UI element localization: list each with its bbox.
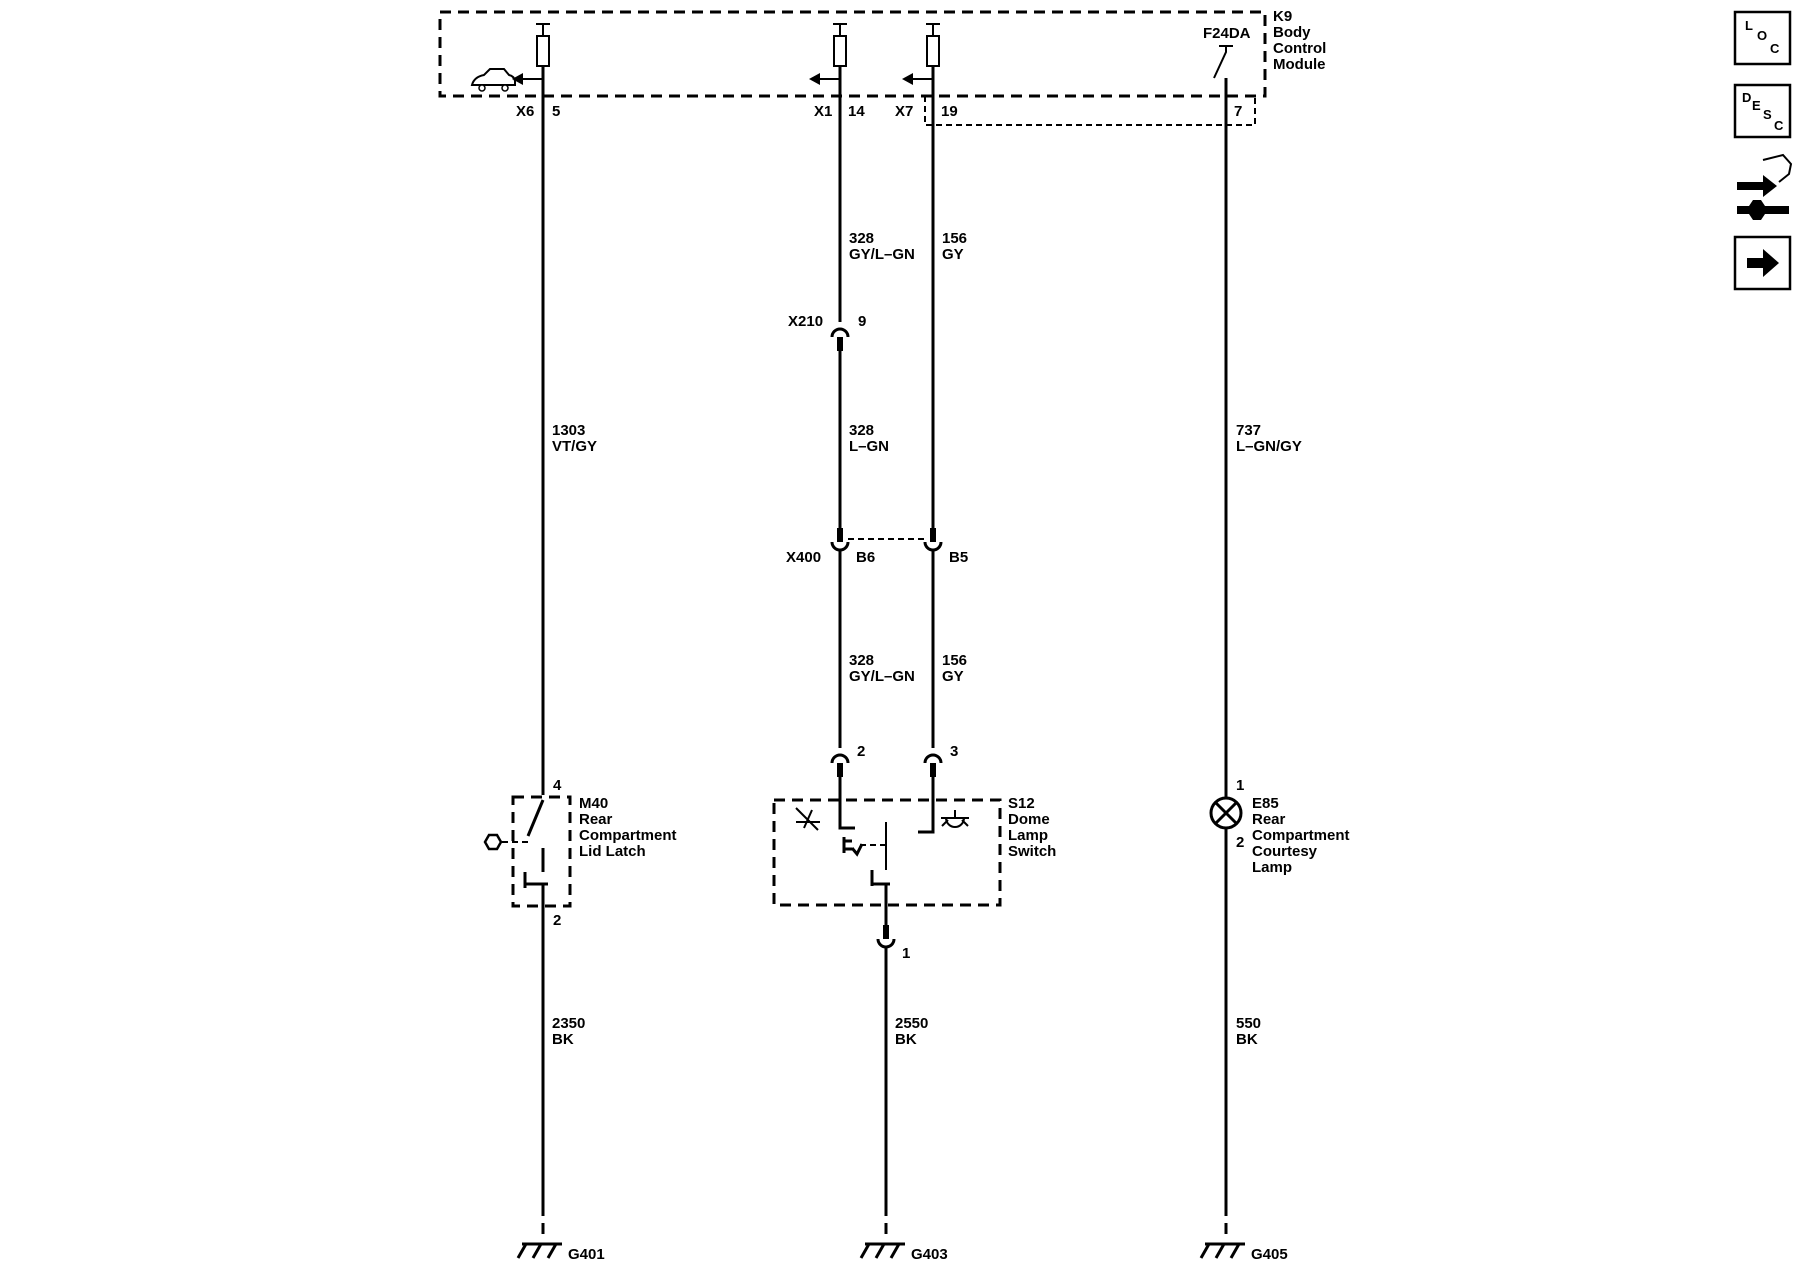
pin-e85-1: 1	[1236, 777, 1244, 794]
svg-text:D: D	[1742, 90, 1751, 105]
m40-label-line2: Compartment	[579, 827, 677, 844]
vehicle-trunk-icon	[470, 68, 516, 92]
svg-text:C: C	[1774, 118, 1784, 133]
circuit-737: 737 L–GN/GY	[1224, 96, 1302, 798]
connector-x6: X6	[516, 103, 534, 120]
svg-text:C: C	[1770, 41, 1780, 56]
s12-dome-lamp-switch: 2 3 S12 Dome Lamp Switch 1	[772, 743, 1056, 962]
m40-label-id: M40	[579, 795, 608, 812]
wire-156-number-b: 156	[942, 652, 967, 669]
pin-m40-4: 4	[553, 777, 562, 794]
connector-x1: X1	[814, 103, 832, 120]
s12-label-line1: Dome	[1008, 811, 1050, 828]
wire-328-color-a: GY/L–GN	[849, 246, 915, 263]
circuit-1303: 1303 VT/GY	[541, 96, 597, 795]
loc-button[interactable]: L O C	[1733, 10, 1792, 66]
svg-text:X400: X400	[786, 549, 821, 566]
wire-1303-number: 1303	[552, 422, 585, 439]
pin-x1-14: 14	[848, 103, 865, 120]
module-title-module: Module	[1273, 56, 1326, 73]
ground-g401: G401	[516, 1242, 605, 1263]
wire-156-color-a: GY	[942, 246, 964, 263]
m40-rear-compartment-lid-latch: 4 2 M40 Rear Compartment Lid Latch	[483, 777, 677, 1205]
e85-label-line1: Rear	[1252, 811, 1286, 828]
svg-text:G401: G401	[568, 1246, 605, 1263]
wire-2350-number: 2350	[552, 1015, 585, 1032]
wire-737-color: L–GN/GY	[1236, 438, 1302, 455]
ground-g403: G403	[859, 1242, 948, 1263]
e85-label-line4: Lamp	[1252, 859, 1292, 876]
circuit-2550: 2550 BK	[884, 947, 928, 1240]
svg-text:9: 9	[858, 313, 866, 330]
fuse-switch-f24da	[1213, 45, 1233, 96]
connector-end-view-icon[interactable]	[1737, 153, 1793, 220]
svg-text:G403: G403	[911, 1246, 948, 1263]
e85-label-line2: Compartment	[1252, 827, 1350, 844]
wire-2550-color: BK	[895, 1031, 917, 1048]
circuit-2350: 2350 BK	[541, 1015, 585, 1240]
fused-output-x6	[470, 23, 550, 96]
module-boundary	[438, 10, 1267, 98]
wire-328-color-b: L–GN	[849, 438, 889, 455]
pin-s12-1: 1	[902, 945, 910, 962]
circuit-328: 328 GY/L–GN X210 9 328 L–GN 328 GY/L–GN	[788, 96, 915, 748]
lamp-on-icon	[941, 810, 969, 828]
k9-body-control-module: K9 Body Control Module F24DA	[438, 8, 1326, 126]
desc-button[interactable]: D E S C	[1733, 83, 1792, 139]
svg-text:B6: B6	[856, 549, 875, 566]
pin-fuse-7: 7	[1234, 103, 1242, 120]
inline-connector-x210: X210 9	[788, 313, 866, 351]
wire-2550-number: 2550	[895, 1015, 928, 1032]
fuse-label: F24DA	[1203, 25, 1251, 42]
s12-label-id: S12	[1008, 795, 1035, 812]
ground-g405: G405	[1199, 1242, 1288, 1263]
inline-connector-x400: X400 B6 B5	[786, 528, 968, 566]
wire-550-color: BK	[1236, 1031, 1258, 1048]
wire-328-number-a: 328	[849, 230, 874, 247]
svg-text:B5: B5	[949, 549, 968, 566]
next-arrow-icon[interactable]	[1733, 235, 1792, 291]
module-title-body: Body	[1273, 24, 1311, 41]
pin-x7-19: 19	[941, 103, 958, 120]
pin-e85-2: 2	[1236, 834, 1244, 851]
e85-label-line3: Courtesy	[1252, 843, 1318, 860]
svg-text:S: S	[1763, 107, 1772, 122]
wire-156-number-a: 156	[942, 230, 967, 247]
svg-text:E: E	[1752, 98, 1761, 113]
wire-737-number: 737	[1236, 422, 1261, 439]
svg-text:X210: X210	[788, 313, 823, 330]
wire-328-number-b: 328	[849, 422, 874, 439]
s12-label-line3: Switch	[1008, 843, 1056, 860]
fused-output-x1	[809, 23, 847, 96]
connector-x7: X7	[895, 103, 913, 120]
e85-label-id: E85	[1252, 795, 1279, 812]
wire-328-color-c: GY/L–GN	[849, 668, 915, 685]
module-connector-boundary	[924, 96, 1256, 126]
circuit-550: 550 BK	[1224, 1015, 1261, 1240]
module-title-k9: K9	[1273, 8, 1292, 25]
s12-label-line2: Lamp	[1008, 827, 1048, 844]
svg-text:G405: G405	[1251, 1246, 1288, 1263]
wire-328-number-c: 328	[849, 652, 874, 669]
wire-1303-color: VT/GY	[552, 438, 597, 455]
pin-s12-2: 2	[857, 743, 865, 760]
svg-text:L: L	[1745, 18, 1753, 33]
e85-rear-compartment-courtesy-lamp: 1 2 E85 Rear Compartment Courtesy Lamp	[1209, 777, 1350, 1205]
fused-output-x7	[902, 23, 940, 96]
wire-550-number: 550	[1236, 1015, 1261, 1032]
circuit-156: 156 GY 156 GY	[931, 96, 967, 748]
pin-s12-3: 3	[950, 743, 958, 760]
lamp-off-icon	[795, 807, 820, 831]
pin-x6-5: 5	[552, 103, 560, 120]
wire-2350-color: BK	[552, 1031, 574, 1048]
wire-156-color-b: GY	[942, 668, 964, 685]
m40-label-line1: Rear	[579, 811, 613, 828]
pin-m40-2: 2	[553, 912, 561, 929]
module-title-control: Control	[1273, 40, 1326, 57]
m40-label-line3: Lid Latch	[579, 843, 646, 860]
svg-text:O: O	[1757, 28, 1767, 43]
